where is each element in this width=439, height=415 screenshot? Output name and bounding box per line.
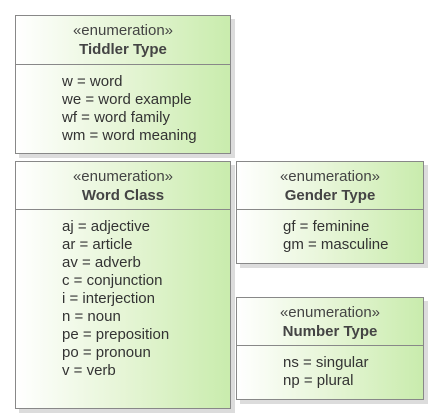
literal-item: wm = word meaning [62, 127, 197, 144]
stereotype-label: «enumeration» [279, 168, 381, 185]
literal-item: we = word example [62, 91, 192, 108]
literal-item: c = conjunction [62, 272, 163, 289]
enumeration-header: «enumeration» Number Type [237, 298, 423, 346]
literal-item: np = plural [283, 372, 354, 389]
tiddler-type-enumeration[interactable]: «enumeration» Tiddler Type w = word we =… [15, 15, 231, 154]
literal-list: gf = feminine gm = masculine [237, 210, 423, 254]
literal-item: ns = singular [283, 354, 369, 371]
literal-item: gf = feminine [283, 218, 370, 235]
stereotype-label: «enumeration» [72, 168, 174, 185]
literal-list: w = word we = word example wf = word fam… [16, 65, 230, 145]
word-class-enumeration[interactable]: «enumeration» Word Class aj = adjective … [15, 161, 231, 409]
literal-item: n = noun [62, 308, 121, 325]
literal-item: gm = masculine [283, 236, 389, 253]
enumeration-name: Number Type [282, 323, 378, 340]
number-type-enumeration[interactable]: «enumeration» Number Type ns = singular … [236, 297, 424, 400]
literal-item: pe = preposition [62, 326, 170, 343]
literal-item: i = interjection [62, 290, 155, 307]
literal-item: wf = word family [62, 109, 170, 126]
literal-item: v = verb [62, 362, 116, 379]
enumeration-header: «enumeration» Gender Type [237, 162, 423, 210]
gender-type-enumeration[interactable]: «enumeration» Gender Type gf = feminine … [236, 161, 424, 264]
literal-list: ns = singular np = plural [237, 346, 423, 390]
literal-item: w = word [62, 73, 123, 90]
enumeration-name: Gender Type [284, 187, 376, 204]
literal-item: av = adverb [62, 254, 141, 271]
literal-item: po = pronoun [62, 344, 151, 361]
stereotype-label: «enumeration» [72, 22, 174, 39]
stereotype-label: «enumeration» [279, 304, 381, 321]
enumeration-name: Tiddler Type [79, 41, 167, 58]
enumeration-name: Word Class [81, 187, 165, 204]
literal-item: aj = adjective [62, 218, 150, 235]
literal-item: ar = article [62, 236, 133, 253]
literal-list: aj = adjective ar = article av = adverb … [16, 210, 230, 380]
enumeration-header: «enumeration» Tiddler Type [16, 16, 230, 65]
enumeration-header: «enumeration» Word Class [16, 162, 230, 210]
